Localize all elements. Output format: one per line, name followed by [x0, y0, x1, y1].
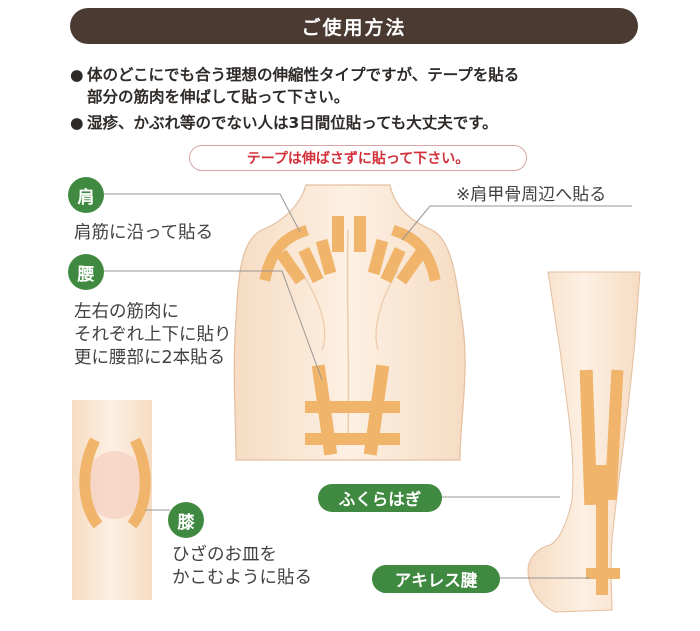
description-line: それぞれ上下に貼り	[74, 325, 232, 345]
knee-label: 膝	[168, 502, 204, 538]
instruction-item: ●体のどこにでも合う理想の伸縮性タイプですが、テープを貼る 部分の筋肉を伸ばして…	[70, 64, 650, 108]
description-line: 肩筋に沿って貼る	[74, 223, 214, 243]
bullet-icon: ●	[70, 114, 84, 132]
instruction-text: 体のどこにでも合う理想の伸縮性タイプですが、テープを貼る	[87, 66, 520, 84]
tape-notice: テープは伸ばさずに貼って下さい。	[189, 145, 527, 171]
calf-label: ふくらはぎ	[318, 484, 442, 512]
knee-figure	[72, 400, 152, 600]
instruction-item: ●湿疹、かぶれ等のでない人は3日間位貼っても大丈夫です。	[70, 112, 650, 134]
instruction-text: 湿疹、かぶれ等のでない人は3日間位貼っても大丈夫です。	[87, 114, 498, 132]
description-line: ひざのお皿を	[172, 545, 277, 565]
knee-description: ひざのお皿を かこむように貼る	[172, 544, 312, 590]
shoulder-description: 肩筋に沿って貼る	[74, 222, 213, 245]
description-line: 左右の筋肉に	[74, 302, 179, 322]
waist-label: 腰	[68, 254, 104, 290]
shoulder-label: 肩	[68, 177, 104, 213]
bullet-icon: ●	[70, 66, 84, 84]
back-figure	[233, 184, 466, 461]
leg-figure	[527, 271, 641, 613]
achilles-label: アキレス腱	[372, 565, 500, 593]
page-title: ご使用方法	[70, 8, 638, 44]
description-line: 更に腰部に2本貼る	[74, 348, 226, 368]
leader-lines	[75, 193, 632, 579]
instruction-text: 部分の筋肉を伸ばして貼って下さい。	[87, 88, 350, 106]
waist-description: 左右の筋肉に それぞれ上下に貼り 更に腰部に2本貼る	[74, 301, 232, 370]
description-line: かこむように貼る	[172, 568, 312, 588]
shoulder-blade-note: ※肩甲骨周辺へ貼る	[456, 185, 607, 205]
